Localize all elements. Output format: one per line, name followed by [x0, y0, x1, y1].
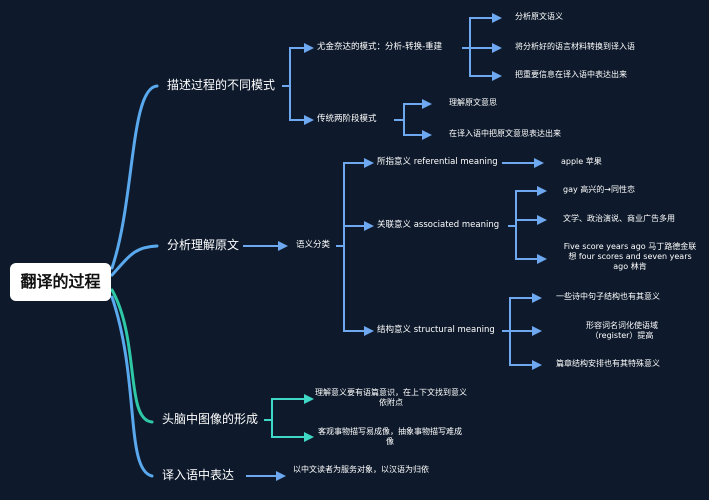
leaf-transfer-material: 将分析好的语言材料转换到译入语 — [515, 42, 635, 51]
leaf-context-awareness: 理解意义要有语篇意识，在上下文找到意义依附点 — [315, 388, 467, 407]
link-b3-item-2 — [271, 420, 314, 442]
leaf-apple: apple 苹果 — [561, 157, 602, 166]
link-semantic-struct — [343, 246, 374, 336]
root-node: 翻译的过程 — [10, 263, 111, 301]
node-referential-meaning: 所指意义 referential meaning — [377, 157, 498, 167]
node-nida-model: 尤金奈达的模式：分析-转换-重建 — [317, 42, 443, 52]
leaf-chinese-readers: 以中文读者为服务对象，以汉语为归依 — [293, 465, 429, 474]
leaf-express-target: 在译入语中把原文意思表达出来 — [449, 129, 561, 138]
link-semantic-ref — [336, 158, 374, 247]
link-model2-item-1 — [394, 99, 432, 121]
link-model1-item-3 — [469, 48, 502, 81]
node-associated-meaning: 关联意义 associated meaning — [377, 220, 500, 230]
leaf-imagery: 客观事物描写易成像，抽象事物描写难成像 — [318, 427, 462, 446]
link-assoc-item-2 — [515, 215, 547, 226]
branch-mental-image: 头脑中图像的形成 — [162, 412, 259, 426]
link-semantic-assoc — [343, 221, 374, 246]
branch-analyze-source: 分析理解原文 — [167, 238, 240, 252]
leaf-analyze-semantics: 分析原文语义 — [515, 12, 563, 21]
link-root-branch-3 — [110, 288, 154, 424]
branch-target-expression: 译入语中表达 — [162, 468, 235, 482]
leaf-express-info: 把重要信息在译入语中表达出来 — [515, 70, 627, 79]
link-struct-item-3 — [509, 331, 542, 370]
link-b1-model-1 — [282, 43, 314, 87]
link-root-branch-4 — [110, 295, 154, 478]
link-assoc-item-1 — [508, 186, 547, 227]
link-model2-item-2 — [403, 120, 432, 140]
link-root-branch-1 — [110, 84, 159, 270]
leaf-poem-structure: 一些诗中句子结构也有其意义 — [556, 292, 660, 301]
node-semantic-classification: 语义分类 — [296, 240, 331, 250]
leaf-discourse-structure: 篇章结构安排也有其特殊意义 — [556, 359, 660, 368]
link-model1-item-1 — [462, 13, 502, 49]
link-b1-model-2 — [289, 86, 314, 125]
link-struct-item-1 — [502, 293, 542, 332]
leaf-understand-source: 理解原文意思 — [449, 98, 497, 107]
link-root-branch-2 — [110, 244, 159, 277]
branch-describe-models: 描述过程的不同模式 — [167, 78, 276, 92]
leaf-literature-use: 文学、政治演说、商业广告多用 — [563, 214, 675, 223]
link-assoc-item-3 — [515, 226, 547, 264]
leaf-five-score: Five score years ago 马丁路德金联想 four scores… — [563, 242, 697, 271]
node-structural-meaning: 结构意义 structural meaning — [377, 325, 495, 335]
leaf-gay: gay 高兴的→同性恋 — [563, 185, 635, 194]
link-b3-item-1 — [264, 394, 314, 421]
node-two-stage-model: 传统两阶段模式 — [317, 114, 377, 124]
leaf-register: 形容词名词化使语域（register）提高 — [586, 321, 658, 340]
